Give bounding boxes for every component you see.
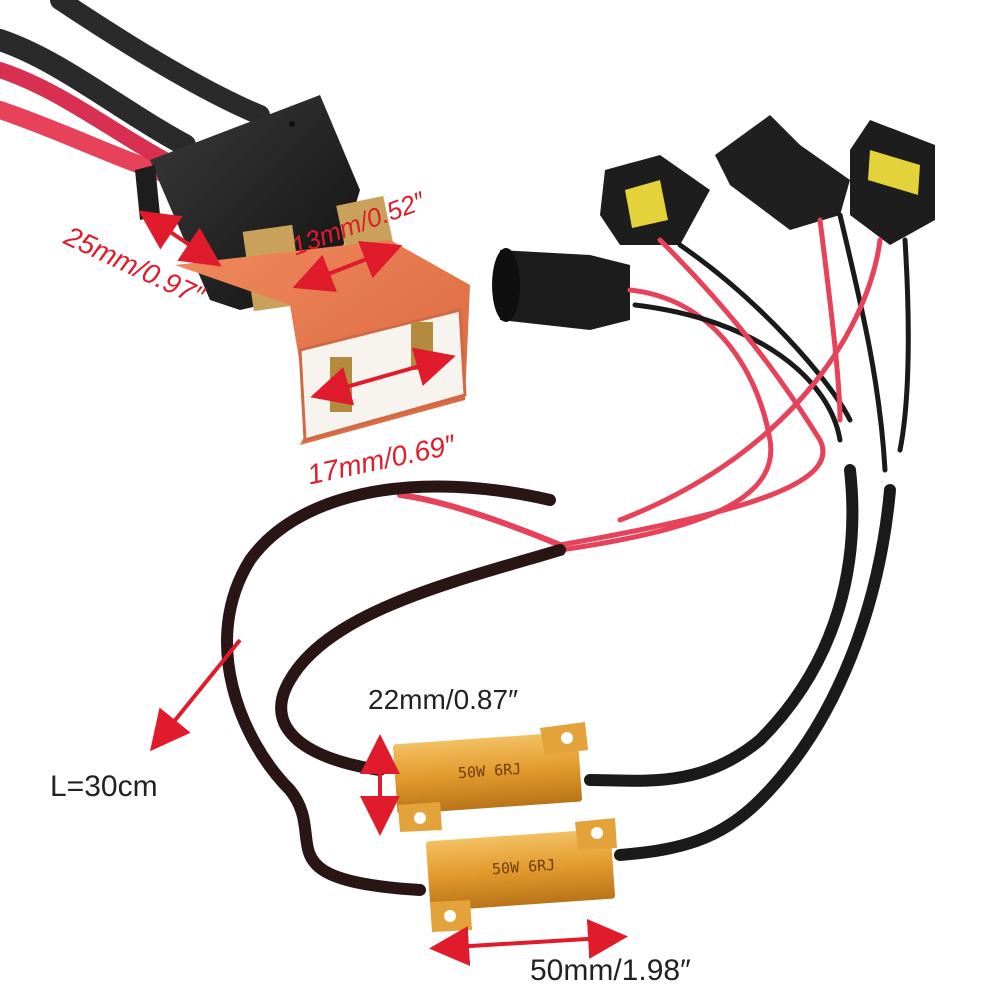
connector-wires bbox=[397, 212, 911, 553]
resistor-height-label: 22mm/0.87″ bbox=[368, 684, 518, 715]
socket-opening-arrow bbox=[310, 347, 456, 406]
terminal-spacing-arrow bbox=[292, 240, 403, 293]
socket-width-arrow bbox=[138, 210, 222, 267]
main-cables bbox=[0, 0, 270, 184]
connectors bbox=[492, 115, 935, 330]
cable-length-label: L=30cm bbox=[50, 770, 158, 803]
resistor-length-arrow bbox=[429, 918, 628, 967]
dimension-arrows bbox=[138, 210, 628, 967]
resistor-length-label: 50mm/1.98″ bbox=[530, 954, 691, 987]
braided-cables bbox=[221, 464, 896, 896]
resistor-1 bbox=[392, 722, 588, 832]
ceramic-socket bbox=[175, 240, 470, 445]
cable-length-arrow bbox=[149, 638, 242, 752]
